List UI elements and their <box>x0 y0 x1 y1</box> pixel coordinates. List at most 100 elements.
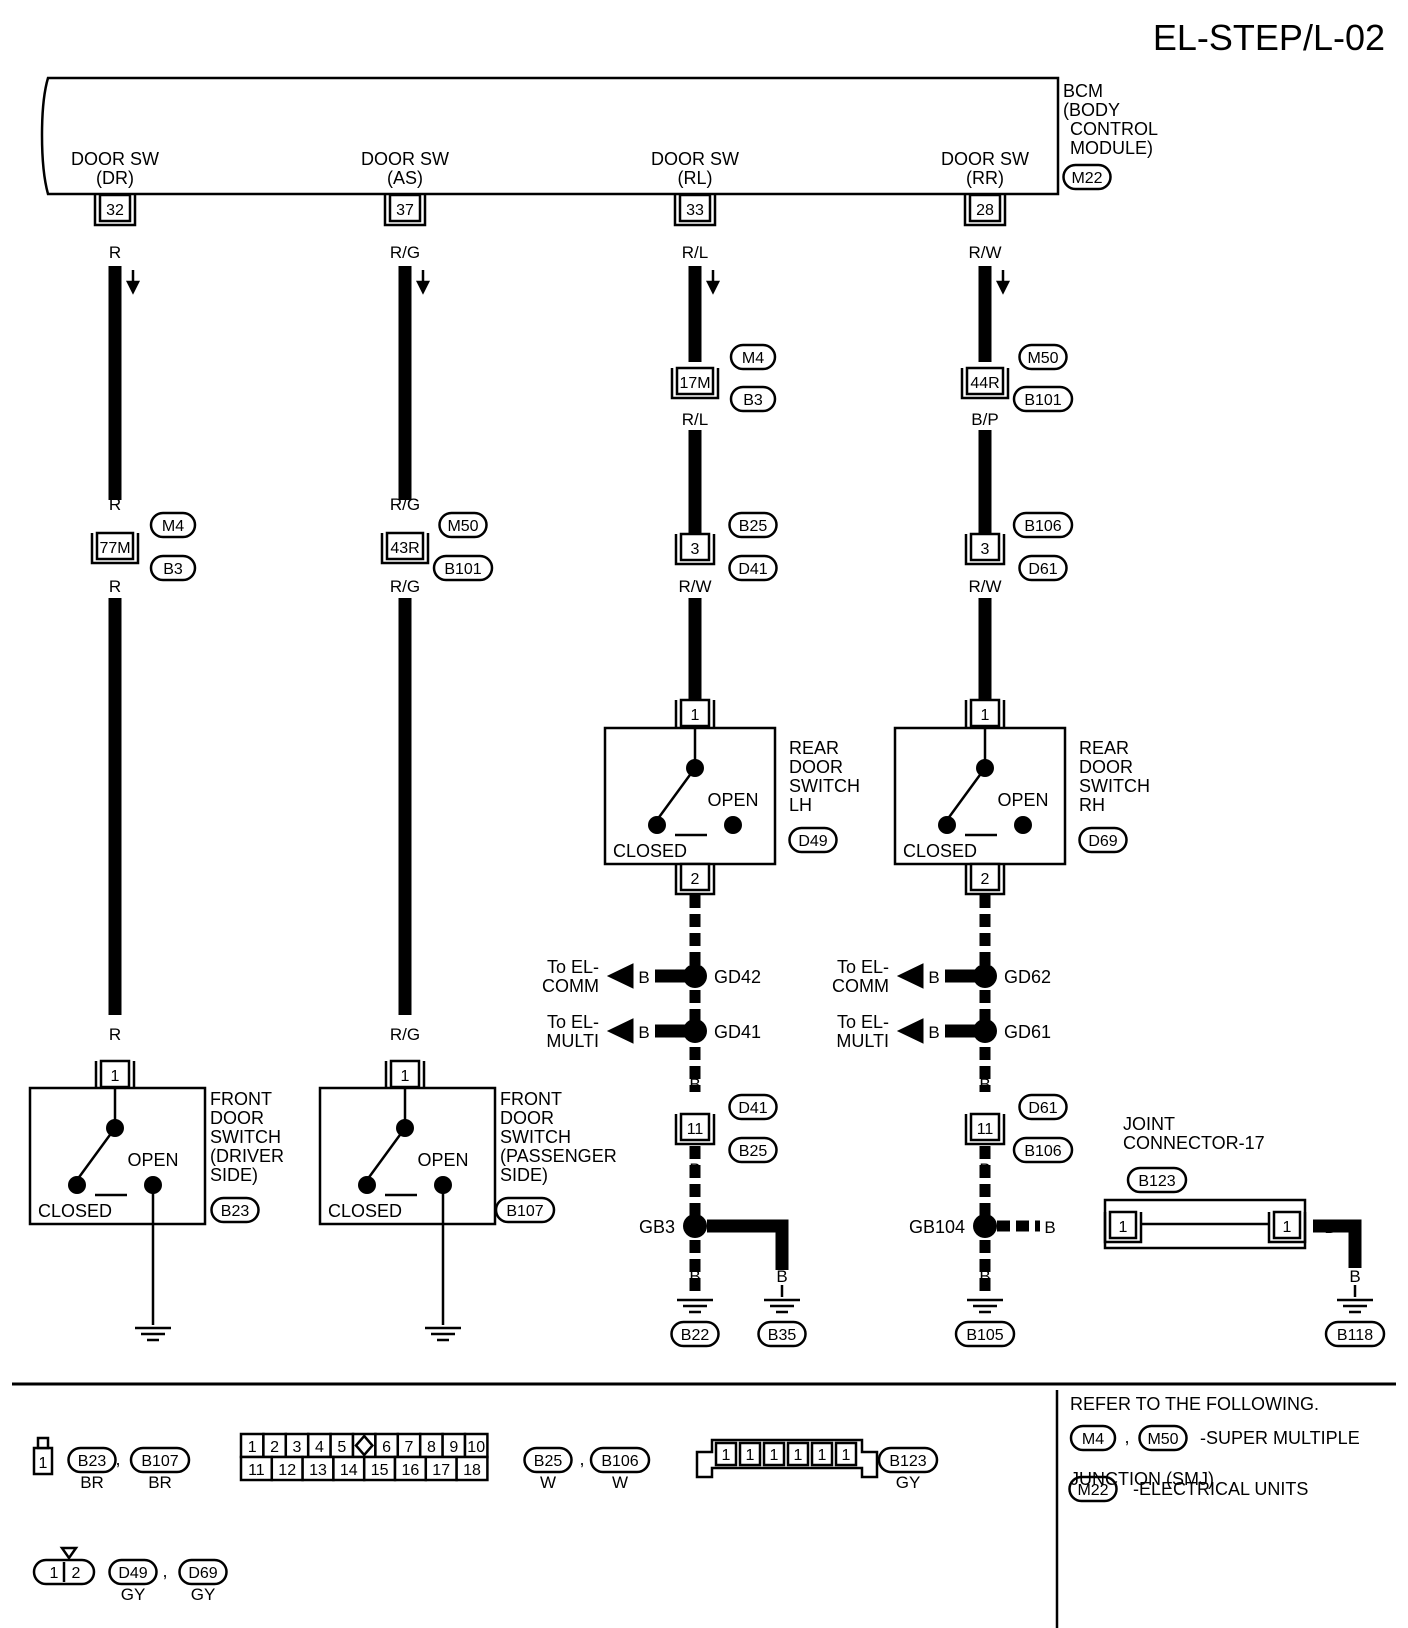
rear-door-switch-blade <box>655 767 697 821</box>
rear-switch-connector-outline <box>788 826 838 854</box>
rear-switch-label: DOOR <box>1079 757 1133 777</box>
rear-conn-11b: B25 <box>739 1143 768 1160</box>
bcm-terminal-pin: 33 <box>686 202 704 219</box>
rear-switch-label: SWITCH <box>1079 776 1150 796</box>
ground-wire-color: B <box>979 1267 990 1286</box>
branch-target-2: MULTI <box>546 1031 599 1051</box>
legend-c4-pin: 2 <box>72 1565 81 1582</box>
splice-label: GD42 <box>714 967 761 987</box>
refer-conn-3: M22 <box>1077 1482 1108 1499</box>
rear-conn-3b-outline <box>1018 554 1068 582</box>
front-switch-connector-outline <box>494 1196 556 1224</box>
legend-c2-conn-2-outline <box>589 1446 651 1474</box>
splice-label: GD62 <box>1004 967 1051 987</box>
front-door-switch-open-label: OPEN <box>417 1150 468 1170</box>
rear-switch-label: REAR <box>1079 738 1129 758</box>
legend-c2-pin: 9 <box>449 1439 458 1456</box>
splice-dot <box>973 1019 997 1043</box>
rear-pin-3-housing <box>674 534 716 566</box>
legend-c3-conn: B123 <box>889 1453 926 1470</box>
branch-target-2: COMM <box>542 976 599 996</box>
bcm-terminal-color: R/W <box>968 243 1001 262</box>
rear-smj-connector-b: B3 <box>743 392 763 409</box>
front-smj-connector-b: B101 <box>444 561 481 578</box>
legend-c1-conn-2: B107 <box>141 1453 178 1470</box>
rear-smj-connector-b-outline <box>729 385 777 413</box>
legend-c3-pin: 1 <box>770 1447 779 1464</box>
branch-target-1: To EL- <box>837 957 889 977</box>
current-arrow <box>125 270 141 295</box>
rear-pin-11-housing <box>674 1114 716 1146</box>
front-door-switch-closed-contact <box>358 1176 376 1194</box>
bcm-terminal-color: R/G <box>390 243 420 262</box>
bcm-terminal-pin: 32 <box>106 202 124 219</box>
svg-text:BCM: BCM <box>1063 81 1103 101</box>
rear-smj-connector-b-outline <box>1012 385 1074 413</box>
legend-c1-conn-1: B23 <box>78 1453 107 1470</box>
legend-c3-cell <box>762 1441 786 1467</box>
joint-connector-id: B123 <box>1138 1173 1175 1190</box>
bcm-terminal-name: DOOR SW <box>941 149 1029 169</box>
ground-connector-b: B35 <box>768 1327 797 1344</box>
branch-color: B <box>928 1023 939 1042</box>
front-smj-pin-box <box>385 531 425 561</box>
front-switch-label: SIDE) <box>210 1165 258 1185</box>
ground-connector-a: B22 <box>681 1327 710 1344</box>
bcm-terminal-pin-housing <box>383 195 427 227</box>
ground-connector-a-outline <box>670 1320 720 1348</box>
joint-label-1: JOINT <box>1123 1114 1175 1134</box>
front-door-switch-box <box>318 1086 497 1226</box>
ground-icon-b <box>1337 1298 1373 1314</box>
front-smj-connector-a: M4 <box>162 518 184 535</box>
rear-conn-3b: D61 <box>1028 561 1057 578</box>
rear-switch-connector: D49 <box>798 833 827 850</box>
rear-pin-3-box <box>969 532 1001 562</box>
legend-c3-cell <box>786 1441 810 1467</box>
legend-c2-pin: 3 <box>293 1439 302 1456</box>
legend-comma: , <box>162 1561 167 1581</box>
ground-splice-dot <box>973 1214 997 1238</box>
rear-pin-11: 11 <box>977 1121 994 1138</box>
joint-label-2: CONNECTOR-17 <box>1123 1133 1265 1153</box>
legend-c2-conn-2: B106 <box>601 1453 638 1470</box>
legend-c2-conn-1-outline <box>523 1446 573 1474</box>
bcm-terminal-pin-box <box>968 193 1002 223</box>
splice-label: GD61 <box>1004 1022 1051 1042</box>
legend-c1-color-2: BR <box>148 1473 172 1492</box>
front-switch-label: DOOR <box>500 1108 554 1128</box>
front-smj-connector-a: M50 <box>447 518 478 535</box>
bcm-terminal-pin-housing <box>963 195 1007 227</box>
branch-target-1: To EL- <box>547 957 599 977</box>
refer-conn-3-outline <box>1068 1475 1118 1503</box>
legend-c4-conn-2: D69 <box>188 1565 217 1582</box>
rear-smj-pin-box <box>965 366 1005 396</box>
refer-conn-2: M50 <box>1147 1431 1178 1448</box>
front-wire-color-lower: R <box>109 577 121 596</box>
legend-c2-pin: 8 <box>427 1439 436 1456</box>
svg-text:(BODY: (BODY <box>1063 100 1120 120</box>
rear-pin-11-box <box>969 1112 1001 1142</box>
rear-switch-connector: D69 <box>1088 833 1117 850</box>
front-smj-connector-a-outline <box>149 511 197 539</box>
legend-c3-cell <box>738 1441 762 1467</box>
bcm-terminal-name: DOOR SW <box>651 149 739 169</box>
joint-pin-right: 1 <box>1283 1219 1292 1236</box>
legend-c1-conn-2-outline <box>129 1446 191 1474</box>
legend-c4-color-2: GY <box>191 1585 216 1604</box>
front-switch-pin: 1 <box>111 1068 120 1085</box>
legend-c3-cell <box>834 1441 858 1467</box>
legend-c2-pin: 14 <box>340 1462 358 1479</box>
legend-c2-pin: 10 <box>467 1439 485 1456</box>
legend-c2-cell <box>455 1455 489 1482</box>
rear-switch-pin-in-box <box>969 698 1001 728</box>
legend-c2-pin: 5 <box>337 1439 346 1456</box>
legend-c2-pin: 18 <box>463 1462 481 1479</box>
front-switch-label: DOOR <box>210 1108 264 1128</box>
front-switch-label: FRONT <box>210 1089 272 1109</box>
legend-comma: , <box>115 1449 120 1469</box>
bcm-terminal-sub: (RR) <box>966 168 1004 188</box>
rear-pin-3-box <box>679 532 711 562</box>
rear-switch-connector-outline <box>1078 826 1128 854</box>
front-switch-pin-box <box>389 1059 421 1089</box>
front-door-switch-closed-label: CLOSED <box>38 1201 112 1221</box>
